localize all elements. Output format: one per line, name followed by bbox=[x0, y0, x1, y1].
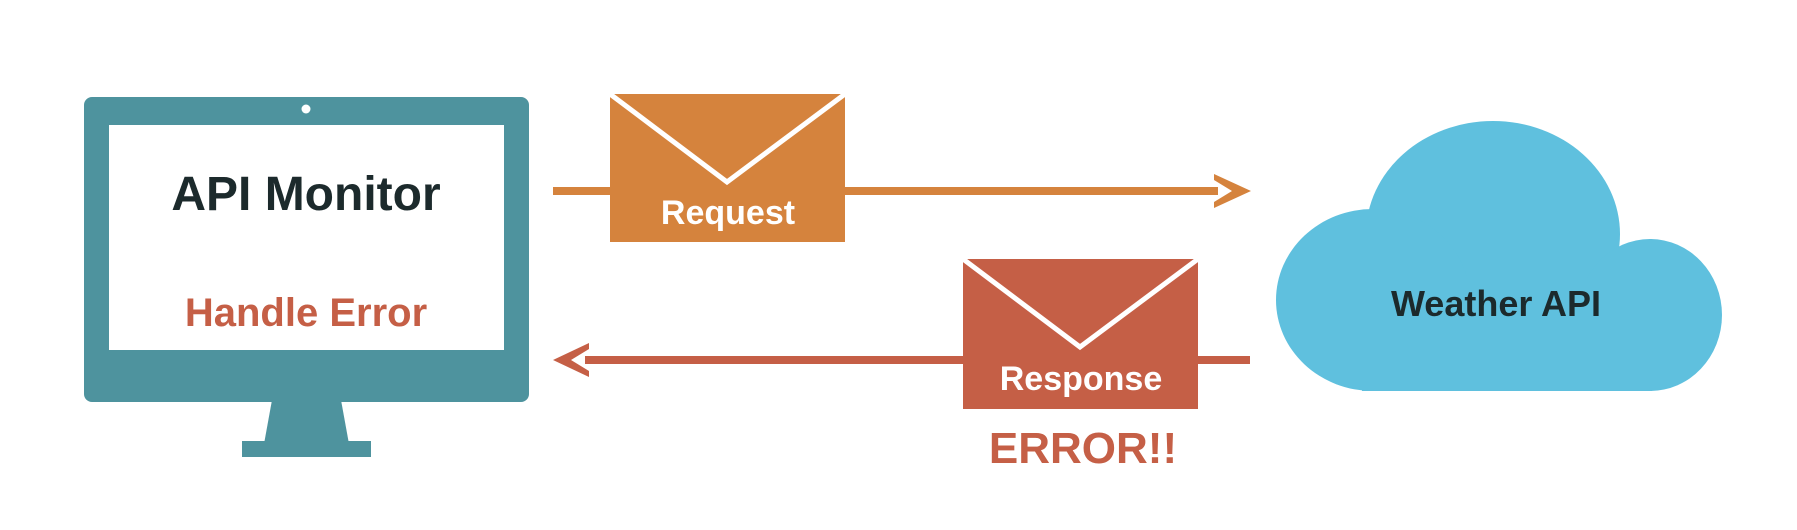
monitor-status: Handle Error bbox=[185, 291, 427, 335]
response-arrow bbox=[553, 343, 1250, 377]
response-envelope-flap bbox=[961, 256, 1200, 351]
request-label: Request bbox=[661, 194, 795, 232]
response-error-text: ERROR!! bbox=[989, 424, 1177, 473]
response-envelope-body bbox=[963, 259, 1198, 409]
cloud-icon bbox=[1276, 121, 1722, 391]
monitor-camera bbox=[301, 104, 311, 114]
monitor-icon bbox=[84, 97, 529, 457]
envelope-icon bbox=[608, 91, 847, 242]
envelope-icon bbox=[961, 256, 1200, 409]
service-label: Weather API bbox=[1391, 283, 1601, 324]
response-label: Response bbox=[1000, 360, 1163, 398]
request-arrow-head bbox=[1214, 174, 1251, 208]
request-arrow-line bbox=[553, 187, 1218, 195]
response-arrow-line bbox=[585, 356, 1250, 364]
monitor-screen bbox=[109, 125, 504, 350]
request-arrow bbox=[553, 174, 1251, 208]
request-envelope-flap bbox=[608, 91, 847, 186]
monitor-neck bbox=[264, 400, 349, 444]
request-envelope-body bbox=[610, 94, 845, 242]
monitor-title: API Monitor bbox=[171, 168, 440, 221]
monitor-stand bbox=[242, 441, 371, 457]
response-arrow-head bbox=[553, 343, 589, 377]
